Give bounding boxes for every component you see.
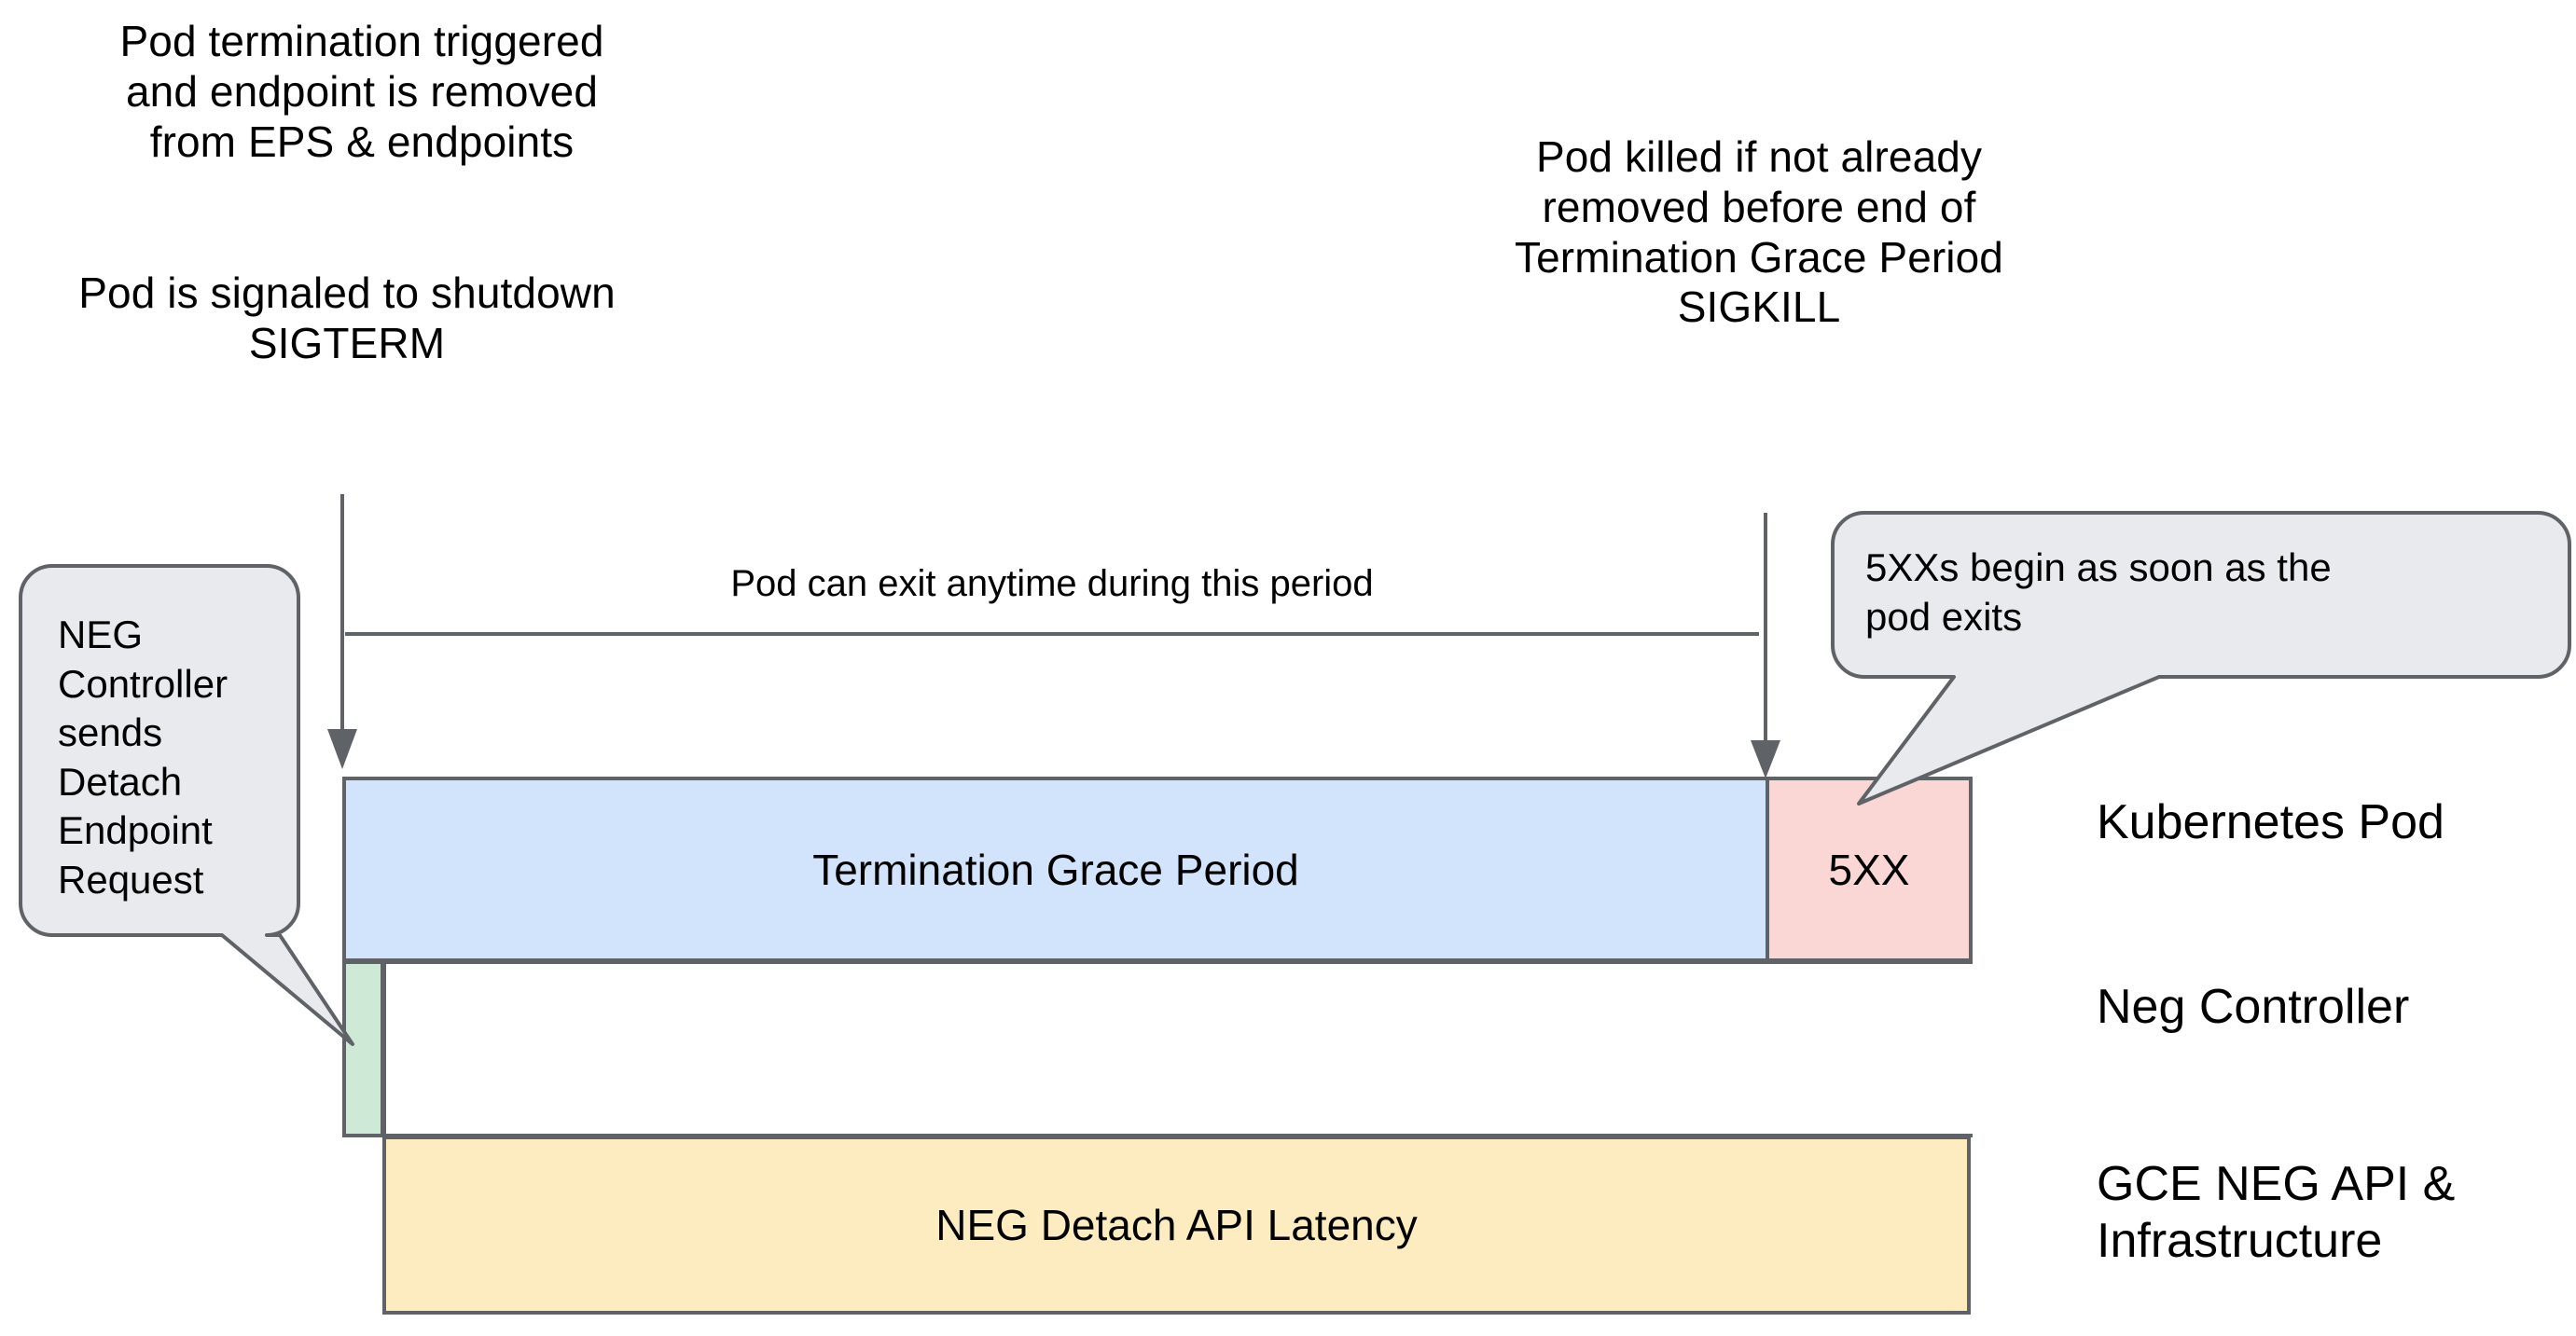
callout-5xx-begin-text: 5XXs begin as soon as the pod exits: [1865, 545, 2332, 639]
lane-neg-controller-open-area: [382, 960, 1973, 1137]
callout-neg-controller-detach-text: NEG Controller sends Detach Endpoint Req…: [58, 613, 229, 902]
bar-5xx-label: 5XX: [1828, 845, 1910, 894]
bar-neg-detach-api-latency: NEG Detach API Latency: [382, 1136, 1971, 1315]
timeline-start-arrow: [327, 494, 357, 769]
period-label: Pod can exit anytime during this period: [730, 563, 1374, 604]
timeline-end-arrow: [1751, 513, 1780, 778]
bar-termination-grace-period-label: Termination Grace Period: [812, 845, 1299, 894]
lane-label-kubernetes-pod: Kubernetes Pod: [2097, 795, 2444, 849]
bar-termination-grace-period: Termination Grace Period: [342, 777, 1769, 962]
note-pod-signaled-sigterm: Pod is signaled to shutdown SIGTERM: [78, 269, 616, 367]
bar-5xx: 5XX: [1766, 777, 1973, 962]
lane-label-gce-neg-api: GCE NEG API & Infrastructure: [2097, 1157, 2456, 1269]
callout-neg-controller-detach: [19, 564, 354, 1046]
note-pod-killed-sigkill: Pod killed if not already removed before…: [1515, 132, 2003, 332]
bar-neg-detach-send: [342, 960, 384, 1137]
note-pod-termination-triggered: Pod termination triggered and endpoint i…: [119, 17, 604, 166]
bar-neg-detach-api-latency-label: NEG Detach API Latency: [935, 1201, 1418, 1249]
period-rule: [345, 632, 1759, 636]
callout-5xx-begin: [1831, 511, 2571, 806]
lane-label-neg-controller: Neg Controller: [2097, 980, 2410, 1034]
